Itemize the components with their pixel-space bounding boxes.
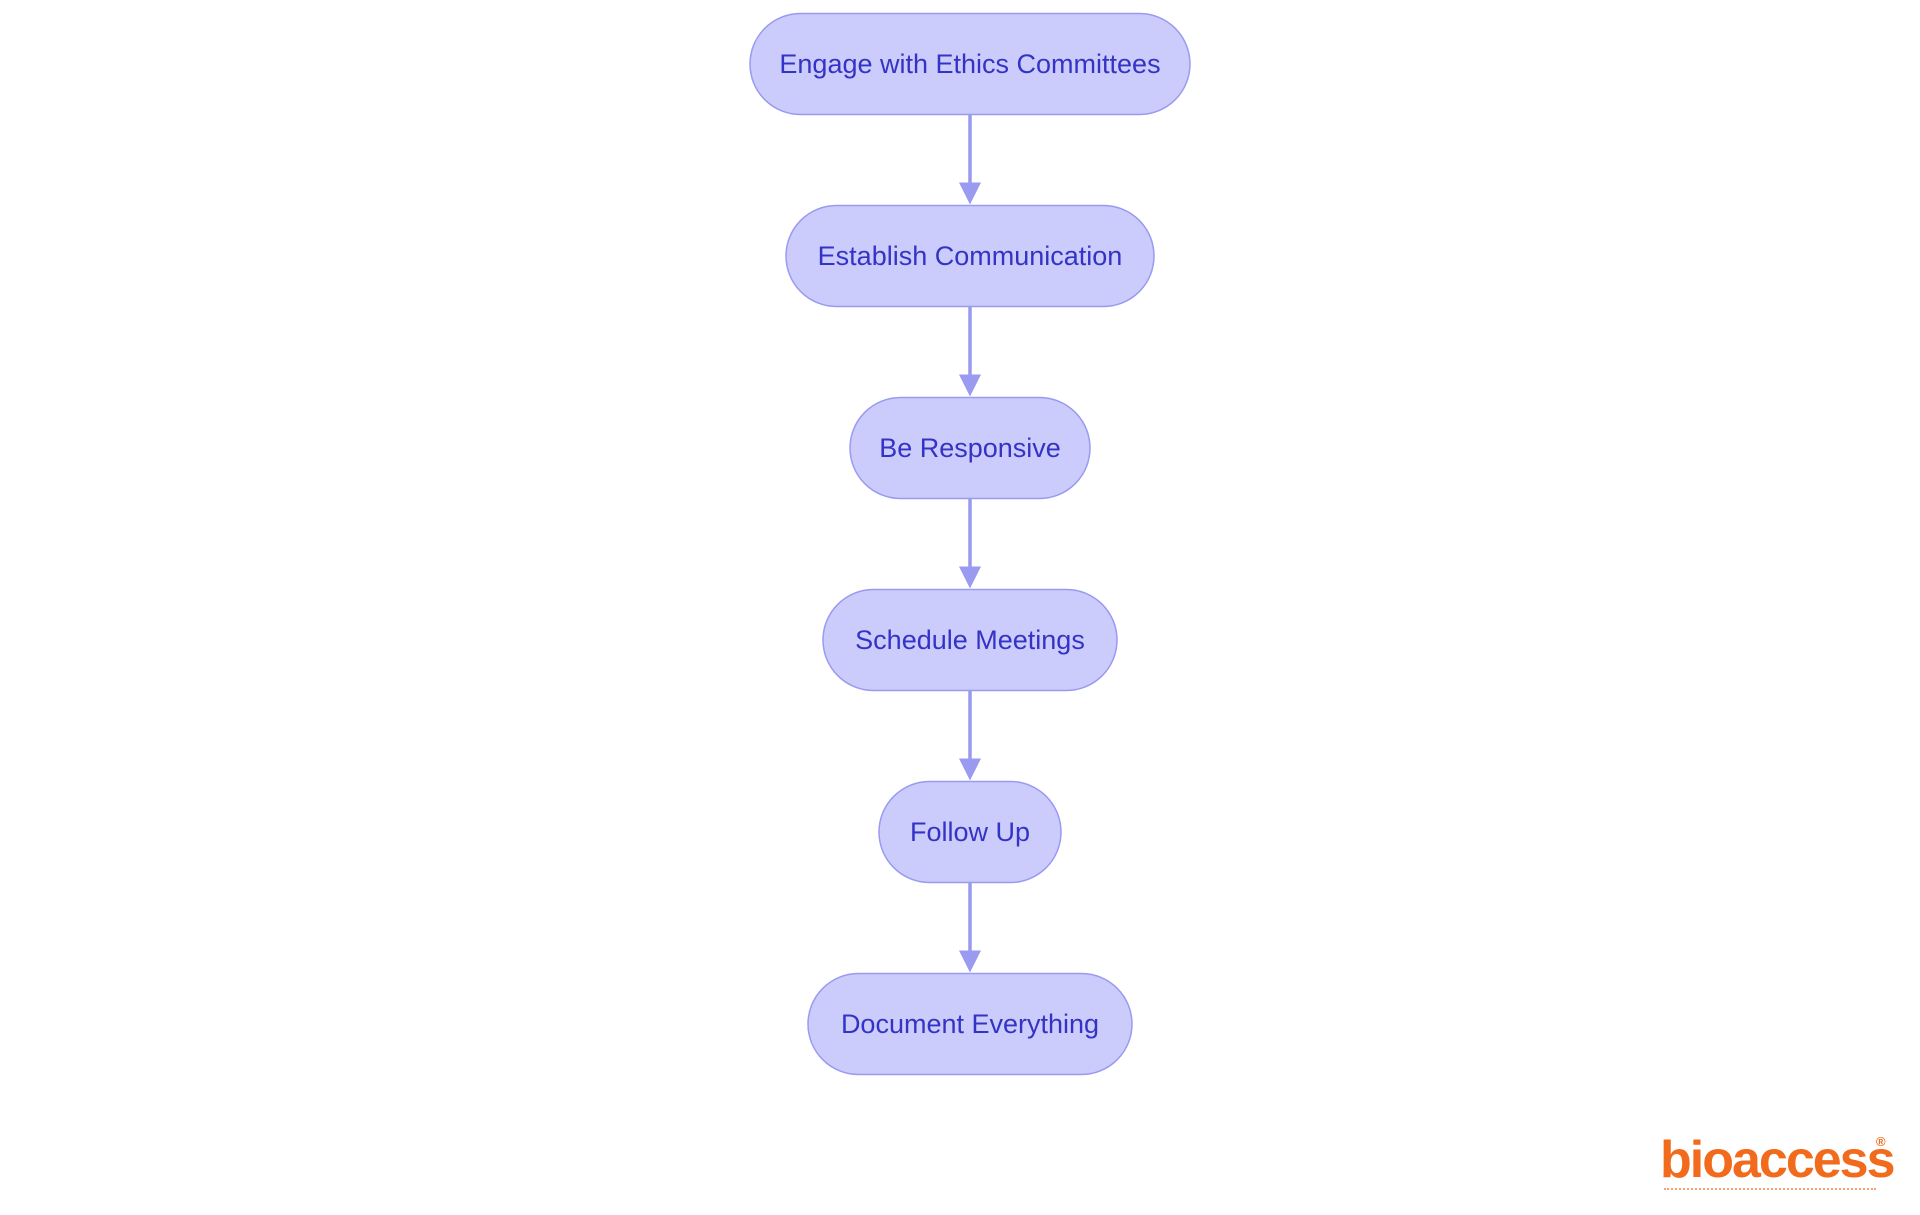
flow-node-label: Schedule Meetings [855, 625, 1085, 655]
registered-mark: ® [1876, 1134, 1886, 1149]
arrow-head-icon [959, 374, 981, 397]
flow-node-label: Establish Communication [818, 241, 1123, 271]
arrow-head-icon [959, 566, 981, 589]
flow-node-box [749, 12, 1191, 116]
flow-node: Establish Communication [785, 204, 1155, 308]
flow-node-box [785, 204, 1155, 308]
edges-layer [959, 114, 981, 973]
flow-node-label: Be Responsive [879, 433, 1061, 463]
arrow-head-icon [959, 758, 981, 781]
flow-node: Be Responsive [849, 396, 1091, 500]
flow-node-label: Document Everything [841, 1009, 1099, 1039]
arrow-head-icon [959, 182, 981, 205]
flow-node: Follow Up [878, 780, 1062, 884]
bioaccess-logo: bioaccess ® [1660, 1131, 1896, 1194]
flow-node-label: Engage with Ethics Committees [779, 49, 1160, 79]
arrow-head-icon [959, 950, 981, 973]
flow-node-box [878, 780, 1062, 884]
flow-node: Engage with Ethics Committees [749, 12, 1191, 116]
logo-wordmark: bioaccess [1660, 1131, 1896, 1189]
flow-node: Schedule Meetings [822, 588, 1118, 692]
flow-node-box [849, 396, 1091, 500]
logo-tagline [1664, 1188, 1876, 1193]
flow-node: Document Everything [807, 972, 1133, 1076]
flow-node-label: Follow Up [910, 817, 1030, 847]
flow-node-box [822, 588, 1118, 692]
flow-node-box [807, 972, 1133, 1076]
